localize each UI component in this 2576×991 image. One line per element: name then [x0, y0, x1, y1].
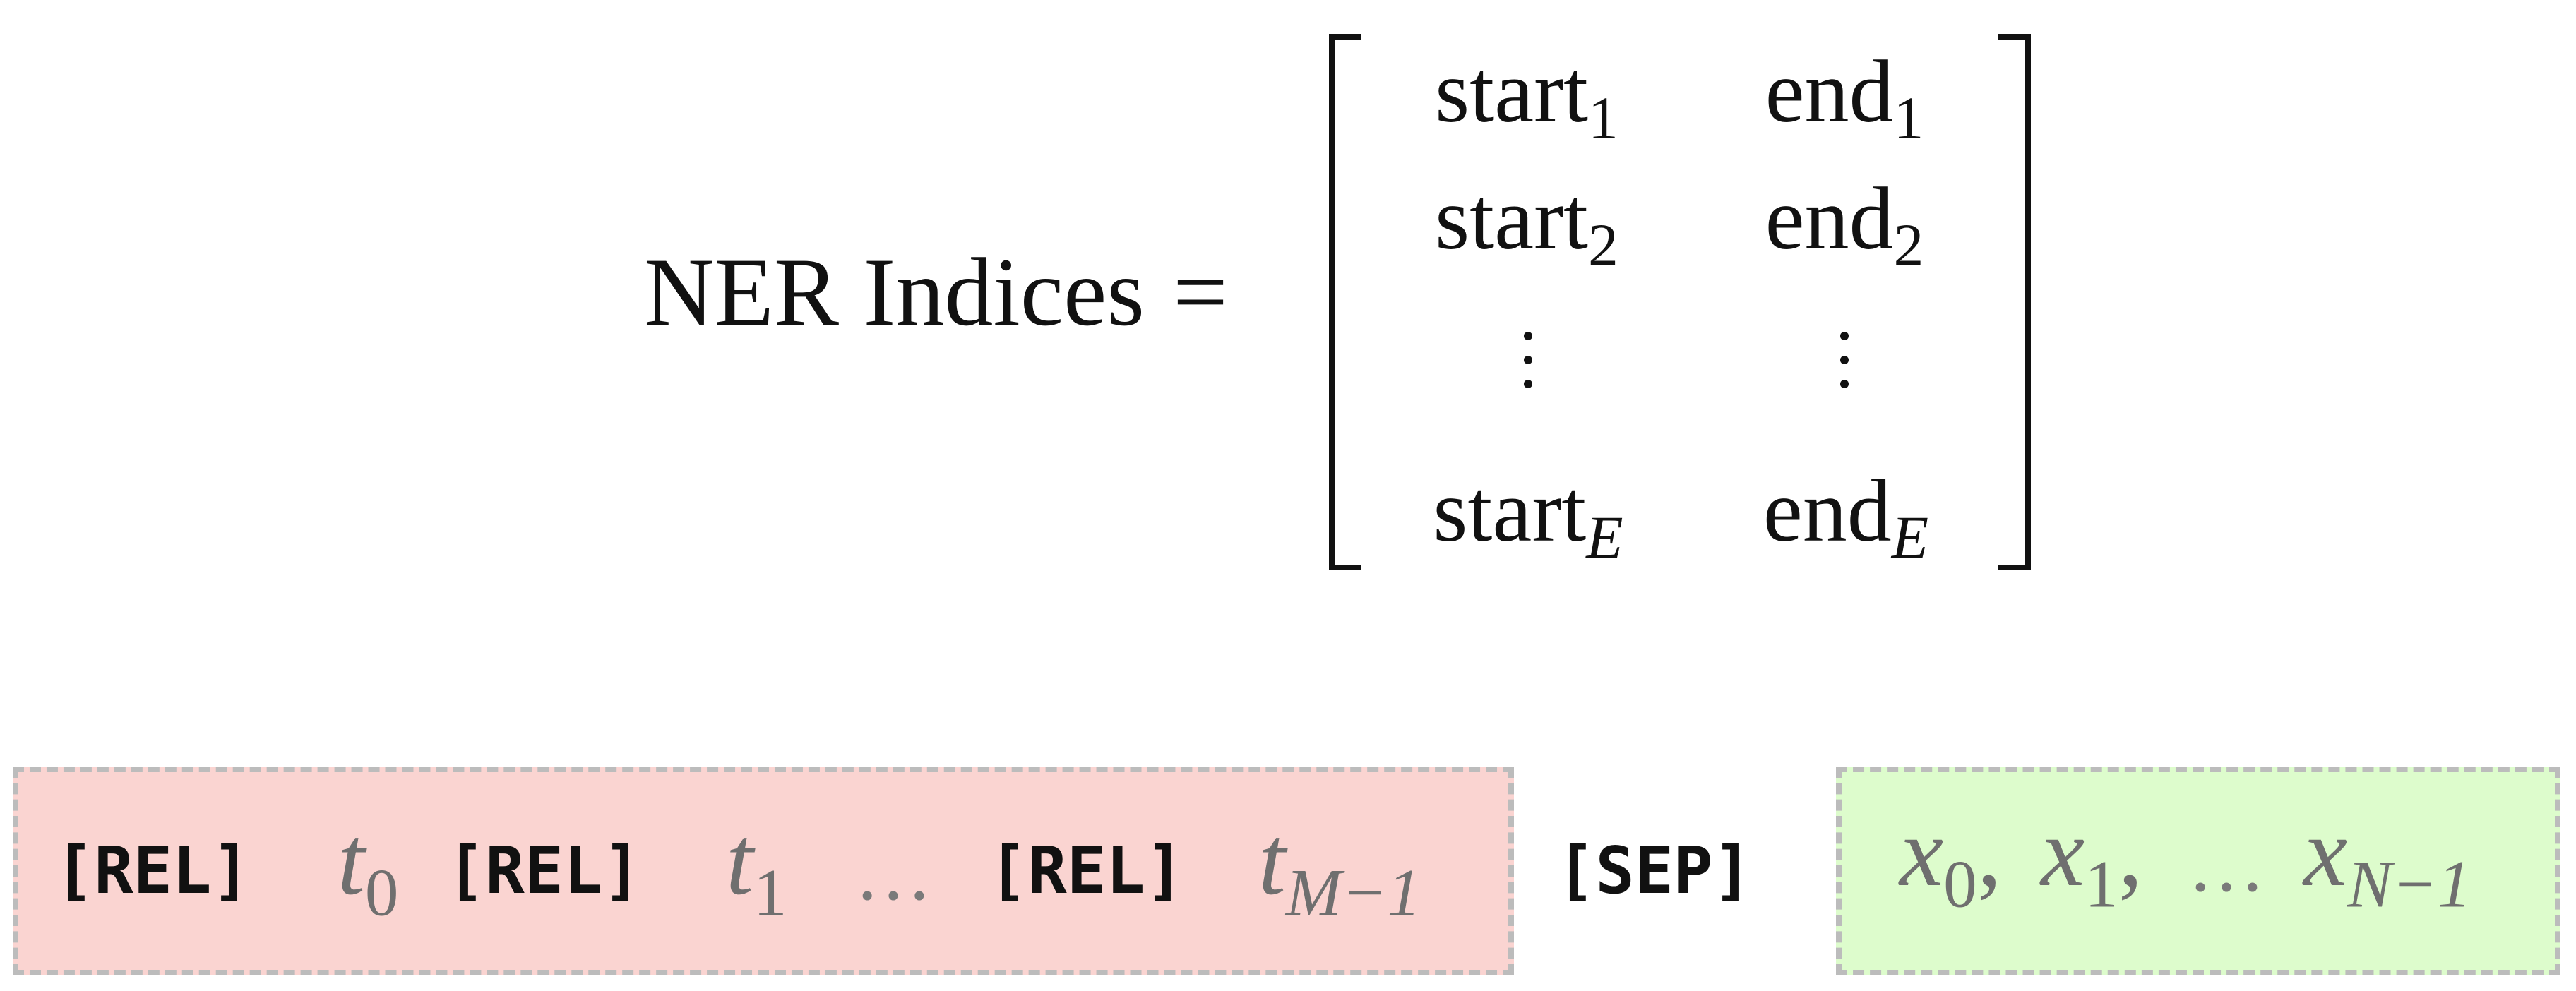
ner-indices-label: NER Indices [644, 238, 1145, 346]
var-subscript: 1 [2085, 846, 2118, 922]
rel-token-0: [REL] [55, 833, 251, 908]
input-var-x0: x0, [1900, 803, 2002, 918]
matrix-cell-start-2: start2 [1435, 175, 1618, 276]
input-ellipsis: … [2188, 822, 2265, 908]
matrix-cell-start-e: startE [1433, 467, 1623, 568]
matrix-cell-start-1: start1 [1435, 48, 1618, 149]
var-base: t [1258, 806, 1286, 915]
var-base: x [2041, 798, 2085, 907]
cell-base: end [1765, 43, 1894, 141]
sep-token: [SEP] [1556, 833, 1752, 908]
cell-subscript: E [1891, 503, 1929, 571]
cell-subscript: 2 [1893, 211, 1924, 279]
rel-token-1: [REL] [446, 833, 642, 908]
cell-base: start [1433, 462, 1587, 560]
matrix-cell-end-e: endE [1763, 467, 1928, 568]
var-subscript: 0 [364, 855, 399, 930]
comma: , [2118, 798, 2143, 907]
relation-ellipsis: … [854, 830, 932, 916]
comma: , [1976, 798, 2002, 907]
input-var-xn-1: xN−1 [2303, 803, 2471, 918]
equation-lhs: NER Indices= [644, 244, 1228, 341]
input-var-x1: x1, [2041, 803, 2143, 918]
var-subscript: 1 [753, 855, 787, 930]
rel-token-m-1: [REL] [989, 833, 1184, 908]
var-subscript: N−1 [2347, 846, 2471, 922]
var-base: x [1900, 798, 1944, 907]
cell-subscript: 1 [1893, 84, 1924, 152]
matrix-cell-end-2: end2 [1765, 175, 1924, 276]
cell-subscript: E [1586, 503, 1623, 571]
vertical-dots-col2 [1840, 332, 1849, 404]
cell-base: start [1435, 43, 1589, 141]
matrix-left-bracket [1329, 34, 1361, 570]
cell-subscript: 2 [1588, 211, 1618, 279]
relation-var-1: t1 [726, 812, 787, 927]
var-subscript: 0 [1943, 846, 1977, 922]
var-subscript: M−1 [1285, 855, 1421, 930]
cell-base: start [1435, 170, 1589, 268]
cell-base: end [1765, 170, 1894, 268]
matrix-right-bracket [1998, 34, 2031, 570]
relation-var-0: t0 [338, 812, 399, 927]
equals-sign: = [1173, 238, 1228, 346]
cell-subscript: 1 [1588, 84, 1618, 152]
vertical-dots-col1 [1524, 332, 1532, 404]
var-base: t [726, 806, 753, 915]
var-base: t [338, 806, 365, 915]
cell-base: end [1763, 462, 1892, 560]
relation-var-m-1: tM−1 [1258, 812, 1421, 927]
relation-token-segment [13, 767, 1514, 975]
input-token-segment [1836, 767, 2560, 975]
var-base: x [2303, 798, 2348, 907]
matrix-cell-end-1: end1 [1765, 48, 1924, 149]
